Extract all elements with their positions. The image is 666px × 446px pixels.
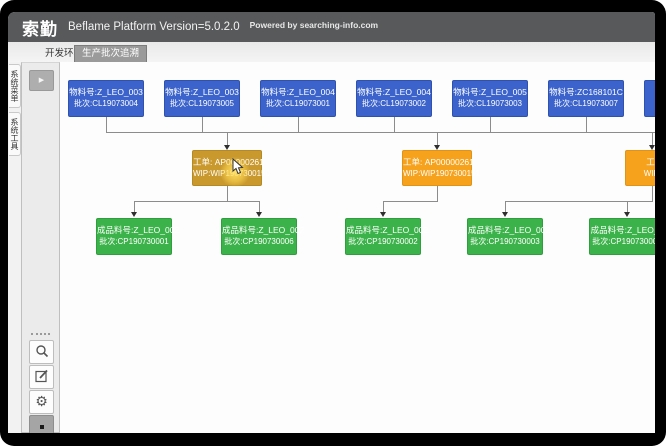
connector-line <box>394 117 395 132</box>
play-right-icon: ▶ <box>38 77 45 84</box>
arrow-down-icon <box>131 212 137 217</box>
gear-icon: ⚙ <box>35 393 48 409</box>
work-order-number: 工单: AP00000261 <box>403 157 474 167</box>
product-node-partial[interactable]: 成品料号:Z_LEO_0 批次:CP190730004 <box>589 218 655 255</box>
pencil-square-icon <box>34 369 49 387</box>
material-number: 物料号:Z_LEO_004 <box>357 87 431 97</box>
product-number: 成品料号:Z_LEO_0 <box>590 225 655 235</box>
edit-button[interactable] <box>29 365 54 389</box>
dot-icon <box>39 425 44 429</box>
connector-line <box>490 117 491 132</box>
arrow-down-icon <box>624 212 630 217</box>
batch-number: 批次:CP190730001 <box>99 237 169 246</box>
product-node[interactable]: 成品料号:Z_LEO_002 批次:CP190730001 <box>96 218 180 255</box>
material-node[interactable]: 物料号:Z_LEO_003 批次:CL19073005 <box>164 80 240 117</box>
expand-panel-button[interactable]: ▶ <box>29 70 54 91</box>
panel-grip[interactable] <box>31 333 50 338</box>
material-number: 物料号: <box>645 86 655 98</box>
batch-number: 批次:CL19073003 <box>457 99 523 108</box>
cursor-pointer-icon <box>228 157 245 182</box>
connector-line <box>134 201 260 202</box>
connector-line <box>652 186 653 201</box>
connector-line <box>134 201 135 212</box>
arrow-down-icon <box>502 212 508 217</box>
trace-diagram-canvas[interactable]: 物料号:Z_LEO_003 批次:CL19073004 物料号:Z_LEO_003… <box>60 62 655 433</box>
magnifier-icon <box>35 345 49 362</box>
work-order-node[interactable]: 工单: AP00000261 WIP:WIP1907300151 <box>402 150 480 186</box>
material-number: 物料号:Z_LEO_003 <box>69 87 143 97</box>
connector-line <box>505 201 506 212</box>
material-number: 物料号:Z_LEO_005 <box>453 87 527 97</box>
title-bar: 索勤 Beflame Platform Version=5.0.2.0 Powe… <box>8 12 655 42</box>
product-node[interactable]: 成品料号:Z_LEO_002 批次:CP190730006 <box>221 218 305 255</box>
connector-line <box>586 117 587 132</box>
material-number: 物料号:Z_LEO_004 <box>261 87 335 97</box>
tab-dev-environment[interactable]: 开发环境 <box>45 48 84 59</box>
side-tab-column: 系统菜单 系统工具 <box>8 62 21 433</box>
material-node[interactable]: 物料号:Z_LEO_005 批次:CL19073003 <box>452 80 528 117</box>
product-node[interactable]: 成品料号:Z_LEO_002 批次:CP190730002 <box>345 218 429 255</box>
connector-line <box>227 132 228 145</box>
connector-line <box>227 186 228 201</box>
arrow-down-icon <box>649 145 655 150</box>
product-number: 成品料号:Z_LEO_002 <box>346 225 429 235</box>
connector-line <box>383 201 438 202</box>
arrow-down-icon <box>434 145 440 150</box>
tab-production-batch-trace[interactable]: 生产批次追溯 <box>74 45 148 62</box>
batch-number: 批次:CL19073007 <box>553 99 619 108</box>
arrow-down-icon <box>256 212 262 217</box>
work-order-number: 工单: A <box>646 157 655 167</box>
batch-number: 批次:CL19073005 <box>169 99 235 108</box>
arrow-down-icon <box>380 212 386 217</box>
connector-bus <box>106 132 655 133</box>
connector-line <box>437 132 438 145</box>
tab-strip: 开发环境 生产批次追溯 <box>8 42 655 63</box>
app-logo: 索勤 <box>22 19 58 39</box>
powered-by-label: Powered by searching-info.com <box>249 20 379 30</box>
wip-number: WIP:WIP1907300151 <box>403 169 480 178</box>
batch-number: 批次:CL19073001 <box>265 99 331 108</box>
sidebar-item-system-tools[interactable]: 系统工具 <box>9 112 21 156</box>
batch-number: 批次:CL19073004 <box>73 99 139 108</box>
connector-line <box>298 117 299 132</box>
product-number: 成品料号:Z_LEO_002 <box>222 225 305 235</box>
batch-number: 批次:CP190730002 <box>348 237 418 246</box>
batch-number: 批次:CL19073002 <box>361 99 427 108</box>
tool-panel: ▶ 追溯 ⚙ <box>21 62 71 433</box>
connector-line <box>627 201 628 212</box>
batch-number: 批次:CP190730006 <box>224 237 294 246</box>
product-number: 成品料号:Z_LEO_002 <box>468 225 551 235</box>
app-title: Beflame Platform Version=5.0.2.0 <box>68 21 240 33</box>
arrow-down-icon <box>224 145 230 150</box>
more-button[interactable] <box>29 415 54 433</box>
work-order-node-partial[interactable]: 工单: A WIP:WIP <box>625 150 655 186</box>
connector-line <box>437 186 438 201</box>
material-number: 物料号:Z_LEO_003 <box>165 87 239 97</box>
material-number: 物料号:ZC168101C <box>549 87 623 97</box>
search-button[interactable] <box>29 340 54 364</box>
connector-line <box>505 201 653 202</box>
batch-number: 批次: <box>645 98 655 109</box>
connector-line <box>106 117 107 132</box>
settings-button[interactable]: ⚙ <box>29 390 54 414</box>
sidebar-item-system-menu[interactable]: 系统菜单 <box>9 64 21 108</box>
product-number: 成品料号:Z_LEO_002 <box>97 225 180 235</box>
connector-line <box>259 201 260 212</box>
batch-number: 批次:CP190730003 <box>470 237 540 246</box>
material-node[interactable]: 物料号:ZC168101C 批次:CL19073007 <box>548 80 624 117</box>
wip-number: WIP:WIP <box>643 169 655 178</box>
batch-number: 批次:CP190730004 <box>592 237 655 246</box>
connector-line <box>202 117 203 132</box>
connector-line <box>652 132 653 145</box>
material-node[interactable]: 物料号:Z_LEO_004 批次:CL19073002 <box>356 80 432 117</box>
app-window: 索勤 Beflame Platform Version=5.0.2.0 Powe… <box>8 12 655 433</box>
product-node[interactable]: 成品料号:Z_LEO_002 批次:CP190730003 <box>467 218 551 255</box>
material-node[interactable]: 物料号:Z_LEO_003 批次:CL19073004 <box>68 80 144 117</box>
material-node[interactable]: 物料号:Z_LEO_004 批次:CL19073001 <box>260 80 336 117</box>
material-node-partial[interactable]: 物料号:批次: <box>644 80 655 117</box>
connector-line <box>383 201 384 212</box>
